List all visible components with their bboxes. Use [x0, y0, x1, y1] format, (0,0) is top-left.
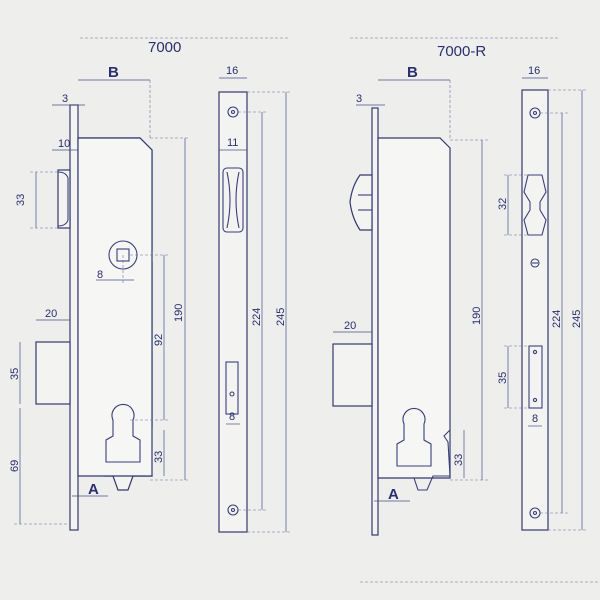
deadbolt-opening-7000R: [528, 345, 543, 409]
roller-latch-7000R: [349, 174, 373, 231]
dim-label-245-7000: 245: [275, 308, 287, 326]
latch-curve-7000: [57, 171, 69, 227]
dim-label-35-7000: 35: [9, 368, 21, 380]
dim-label-69-7000: 69: [9, 460, 21, 472]
latch-opening-7000: [222, 167, 244, 233]
dim-label-190-7000R: 190: [471, 307, 483, 325]
dim-label-10-7000: 10: [58, 138, 70, 150]
faceplate-7000R: [371, 107, 379, 536]
faceplate-front-7000: 16 11 8 224 245: [218, 65, 292, 533]
dim-label-190-7000: 190: [173, 304, 185, 322]
dim-label-3-7000: 3: [62, 93, 68, 105]
deadbolt-7000R: [332, 343, 373, 407]
model-title-7000: 7000: [148, 39, 181, 56]
cylinder-cutout-7000: [105, 403, 141, 463]
dim-label-20-7000: 20: [45, 308, 57, 320]
faceplate-front-plate-7000R: [521, 89, 549, 531]
latch-7000: [57, 169, 71, 229]
dim-label-16-7000R: 16: [528, 65, 540, 77]
dim-label-92-7000: 92: [153, 334, 165, 346]
dim-label-33-bottom-7000: 33: [153, 451, 165, 463]
faceplate-front-plate-7000: [218, 91, 248, 533]
dim-label-A-7000: A: [88, 481, 99, 498]
model-title-7000R: 7000-R: [437, 43, 486, 60]
dim-label-245-7000R: 245: [571, 310, 583, 328]
spindle-screw-7000R: [530, 258, 540, 268]
lock-7000R-side-view: 7000-R B 3 20 190 33 A: [332, 43, 488, 536]
dim-label-B-7000R: B: [407, 64, 418, 81]
faceplate-front-7000R: 16 32 35 8 224 245: [497, 65, 588, 531]
dim-label-32-7000R: 32: [497, 198, 509, 210]
dim-label-224-7000R: 224: [551, 310, 563, 328]
dim-label-33-latch-7000: 33: [15, 194, 27, 206]
deadbolt-7000: [35, 341, 71, 405]
dim-label-3-7000R: 3: [356, 93, 362, 105]
faceplate-7000: [69, 104, 79, 531]
dim-label-224-7000: 224: [251, 308, 263, 326]
dim-label-8b-7000: 8: [229, 411, 235, 423]
lock-body-outline-7000: [77, 137, 153, 477]
lock-body-7000R: [377, 137, 451, 479]
dim-label-33-7000R: 33: [453, 454, 465, 466]
dim-label-8-7000: 8: [97, 269, 103, 281]
dim-label-A-7000R: A: [388, 486, 399, 503]
lock-7000-side-view: 7000 B 3 10 33 8 20 35: [9, 39, 190, 531]
dim-label-35-7000R: 35: [497, 372, 509, 384]
dim-label-11-7000: 11: [227, 137, 238, 149]
dim-label-20-7000R: 20: [344, 320, 356, 332]
cylinder-cutout-7000R: [396, 407, 432, 467]
dim-label-B-7000: B: [108, 64, 119, 81]
dim-label-16-7000: 16: [226, 65, 238, 77]
roller-opening-7000R: [523, 174, 547, 236]
deadbolt-opening-7000: [225, 361, 239, 415]
dim-label-8-7000R: 8: [532, 413, 538, 425]
